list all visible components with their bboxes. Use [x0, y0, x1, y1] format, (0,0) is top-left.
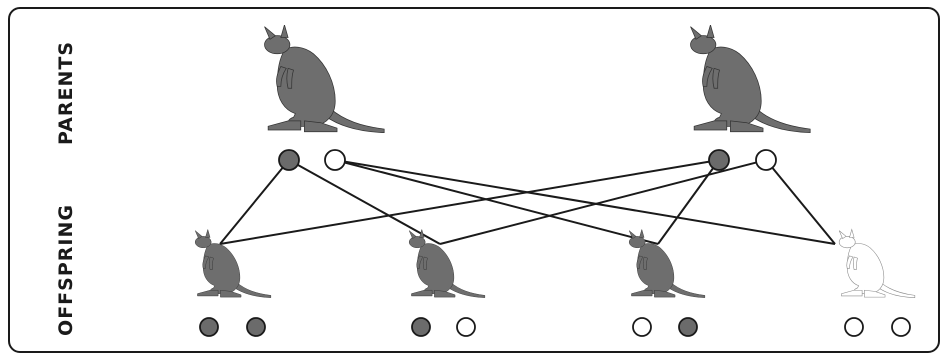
- offspring-2-allele-filled: [411, 317, 431, 337]
- offspring-1-allele-filled: [199, 317, 219, 337]
- offspring-4-allele-empty: [891, 317, 911, 337]
- allele-markers: [199, 149, 911, 337]
- parent-1-allele-empty: [324, 149, 346, 171]
- inheritance-link: [288, 159, 441, 245]
- parent-2-allele-empty: [755, 149, 777, 171]
- parent-1-allele-filled: [278, 149, 300, 171]
- inheritance-link: [219, 159, 720, 245]
- offspring-2-allele-empty: [456, 317, 476, 337]
- offspring-1-allele-filled: [246, 317, 266, 337]
- parent-2-kangaroo-icon: [690, 25, 811, 134]
- offspring-3-kangaroo-icon: [628, 229, 706, 299]
- inheritance-link: [334, 159, 659, 245]
- offspring-2-kangaroo-icon: [408, 229, 486, 299]
- inheritance-link: [439, 159, 767, 245]
- parent-2-allele-filled: [708, 149, 730, 171]
- inheritance-link: [657, 159, 720, 245]
- parent-1-kangaroo-icon: [264, 25, 385, 134]
- offspring-4-kangaroo-icon: [838, 229, 916, 299]
- inheritance-links: [219, 159, 836, 245]
- offspring-3-allele-empty: [632, 317, 652, 337]
- inheritance-link: [219, 159, 290, 245]
- inheritance-link: [334, 159, 836, 245]
- kangaroo-figures: [194, 25, 916, 299]
- offspring-4-allele-empty: [844, 317, 864, 337]
- inheritance-link: [765, 159, 836, 245]
- offspring-1-kangaroo-icon: [194, 229, 272, 299]
- offspring-3-allele-filled: [678, 317, 698, 337]
